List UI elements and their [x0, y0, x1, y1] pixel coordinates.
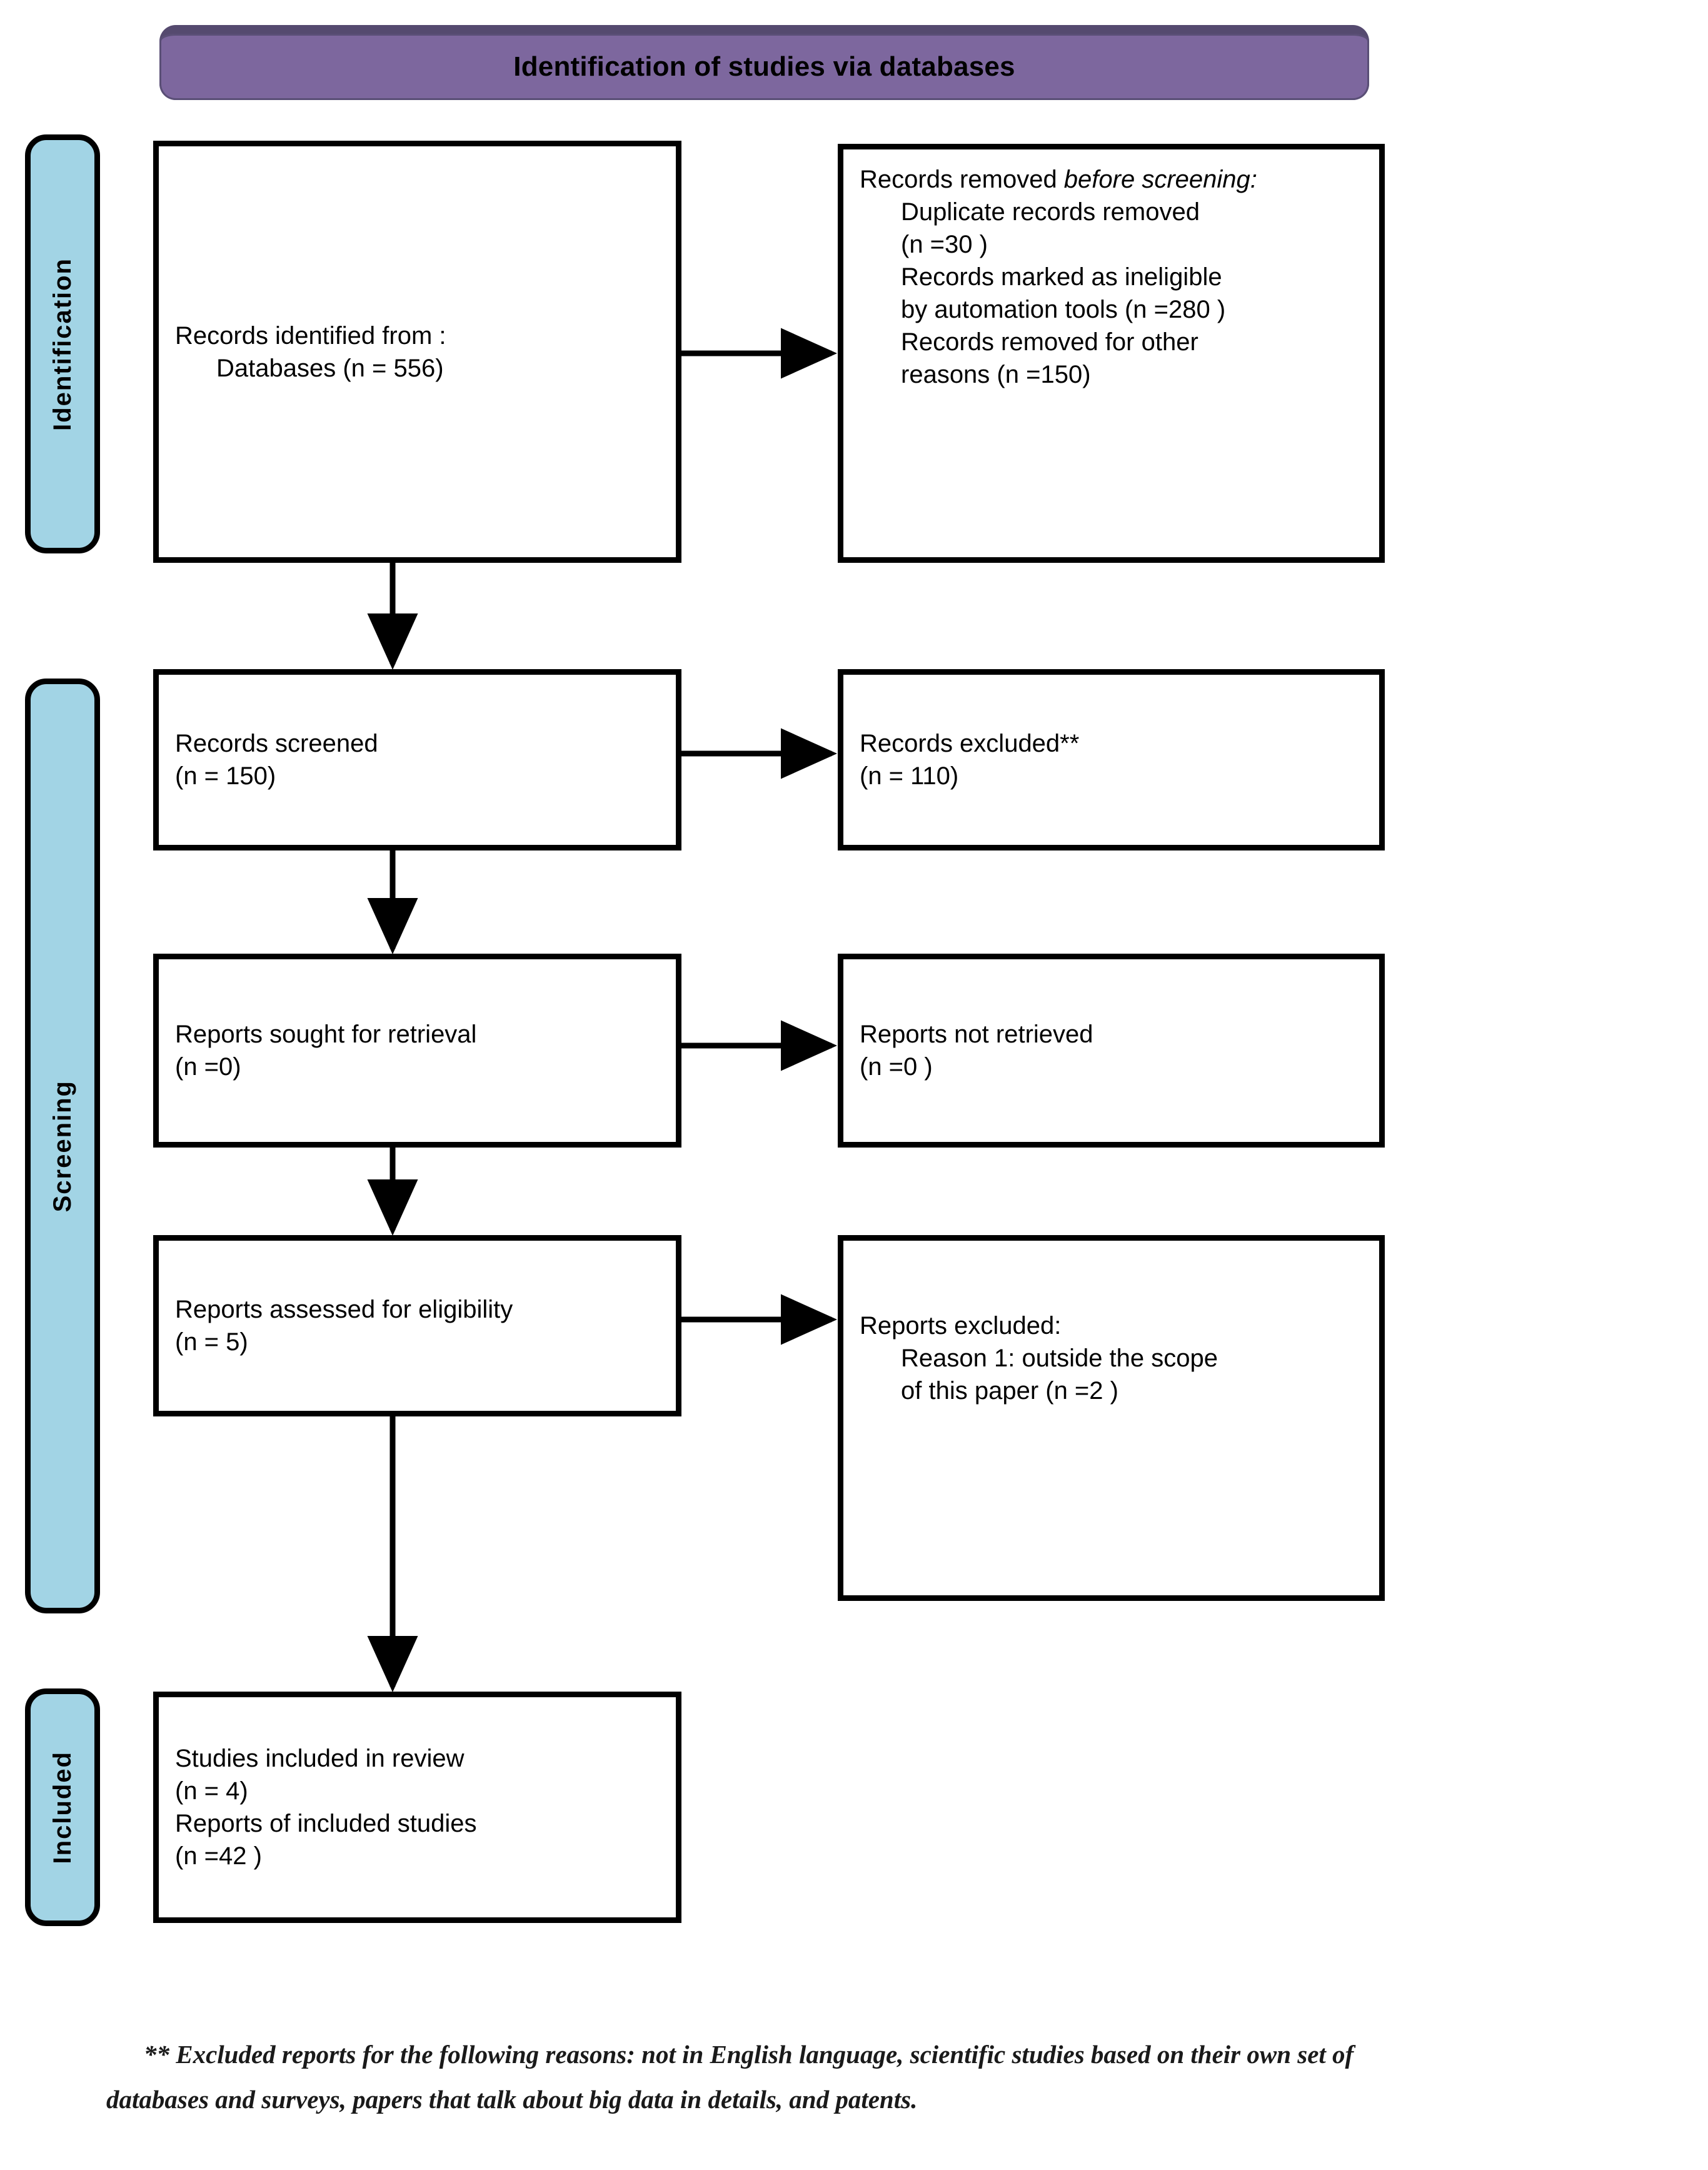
box-records-excluded-text: Records excluded** (n = 110) — [843, 727, 1379, 792]
records-screened-line2: (n = 150) — [175, 762, 276, 790]
box-reports-excluded-reasons: Reports excluded: Reason 1: outside the … — [838, 1235, 1385, 1601]
records-removed-lead-italic: before screening — [1063, 166, 1250, 193]
reports-sought-line1: Reports sought for retrieval — [175, 1021, 477, 1048]
records-removed-item2-b: by automation tools (n =280 ) — [901, 296, 1226, 323]
reports-not-retrieved-line2: (n =0 ) — [860, 1053, 933, 1081]
reports-not-retrieved-line1: Reports not retrieved — [860, 1021, 1093, 1048]
box-reports-not-retrieved-text: Reports not retrieved (n =0 ) — [843, 1018, 1379, 1083]
banner-inner: Identification of studies via databases — [159, 34, 1369, 100]
box-records-screened: Records screened (n = 150) — [153, 669, 681, 850]
records-excluded-line2: (n = 110) — [860, 762, 959, 790]
records-removed-item3-a: Records removed for other — [901, 328, 1198, 356]
studies-included-line4: (n =42 ) — [175, 1842, 262, 1870]
reports-excluded-line2: Reason 1: outside the scope — [901, 1345, 1218, 1372]
box-reports-sought-text: Reports sought for retrieval (n =0) — [159, 1018, 676, 1083]
banner-title: Identification of studies via databases — [513, 51, 1015, 82]
footnote-excluded-reasons: ** Excluded reports for the following re… — [106, 2032, 1607, 2122]
records-removed-item1-a: Duplicate records removed — [901, 198, 1200, 226]
studies-included-line1: Studies included in review — [175, 1745, 465, 1772]
stage-sidebar-screening: Screening — [25, 679, 100, 1613]
studies-included-line2: (n = 4) — [175, 1777, 248, 1805]
box-reports-not-retrieved: Reports not retrieved (n =0 ) — [838, 954, 1385, 1148]
box-reports-assessed-text: Reports assessed for eligibility (n = 5) — [159, 1293, 676, 1358]
stage-label-identification: Identification — [48, 257, 76, 431]
box-records-removed-before-screening: Records removed before screening: Duplic… — [838, 144, 1385, 563]
footnote-marker: ** — [144, 2040, 169, 2069]
records-removed-lead-tail: : — [1250, 166, 1257, 193]
records-removed-lead-regular: Records removed — [860, 166, 1064, 193]
reports-assessed-line1: Reports assessed for eligibility — [175, 1296, 513, 1323]
footnote-line1: Excluded reports for the following reaso… — [169, 2040, 1354, 2069]
banner-identification-via-databases: Identification of studies via databases — [159, 25, 1369, 100]
records-removed-item1-b: (n =30 ) — [901, 231, 988, 258]
stage-sidebar-identification: Identification — [25, 134, 100, 553]
box-records-identified: Records identified from : Databases (n =… — [153, 141, 681, 563]
box-reports-assessed-for-eligibility: Reports assessed for eligibility (n = 5) — [153, 1235, 681, 1416]
records-identified-line1: Records identified from : — [175, 321, 446, 350]
records-removed-item2-a: Records marked as ineligible — [901, 263, 1222, 291]
records-screened-line1: Records screened — [175, 730, 378, 757]
records-excluded-line1: Records excluded** — [860, 730, 1080, 757]
box-records-screened-text: Records screened (n = 150) — [159, 727, 676, 792]
box-records-excluded: Records excluded** (n = 110) — [838, 669, 1385, 850]
records-removed-item3-b: reasons (n =150) — [901, 361, 1091, 388]
footnote-line2: databases and surveys, papers that talk … — [106, 2084, 918, 2114]
studies-included-line3: Reports of included studies — [175, 1810, 477, 1837]
reports-assessed-line2: (n = 5) — [175, 1328, 248, 1356]
box-studies-included-text: Studies included in review (n = 4) Repor… — [159, 1742, 676, 1872]
reports-sought-line2: (n =0) — [175, 1053, 241, 1081]
box-records-identified-text: Records identified from : Databases (n =… — [159, 320, 676, 385]
stage-label-included: Included — [48, 1750, 76, 1864]
stage-label-screening: Screening — [48, 1079, 76, 1213]
reports-excluded-line3: of this paper (n =2 ) — [901, 1377, 1118, 1405]
reports-excluded-line1: Reports excluded: — [860, 1312, 1062, 1340]
box-studies-included-in-review: Studies included in review (n = 4) Repor… — [153, 1692, 681, 1923]
box-records-removed-text: Records removed before screening: Duplic… — [843, 149, 1379, 391]
box-reports-sought-for-retrieval: Reports sought for retrieval (n =0) — [153, 954, 681, 1148]
box-reports-excluded-text: Reports excluded: Reason 1: outside the … — [843, 1241, 1379, 1407]
stage-sidebar-included: Included — [25, 1688, 100, 1926]
records-identified-line2: Databases (n = 556) — [216, 354, 444, 382]
